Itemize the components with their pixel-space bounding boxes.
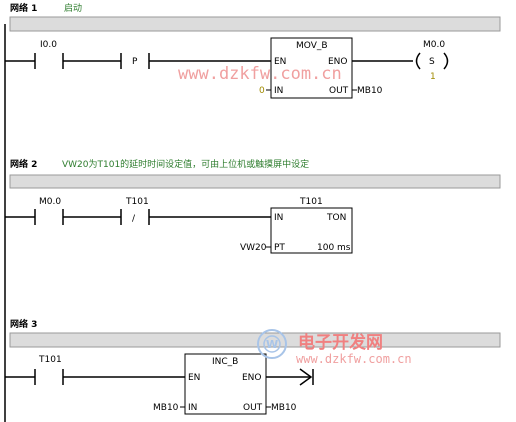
network-2-comment: VW20为T101的延时时间设定值，可由上位机或触摸屏中设定 xyxy=(62,158,309,170)
mov-b-out-value: MB10 xyxy=(357,86,383,96)
contact-t101-nc[interactable]: T101 / xyxy=(120,197,150,225)
network-1-label: 网络 1 xyxy=(10,2,37,14)
network-2-comment-bar[interactable] xyxy=(9,174,501,189)
network-3[interactable]: 网络 3 T101 INC_B EN ENO IN OUT MB10 MB10 xyxy=(5,318,501,415)
nc-slash-symbol: / xyxy=(132,214,136,224)
watermark-brand-url: www.dzkfw.com.cn xyxy=(296,352,412,366)
mov-b-in-value: 0 xyxy=(259,86,265,96)
mov-b-in-pin: IN xyxy=(274,86,283,96)
timer-type: TON xyxy=(326,213,346,223)
contact-i0-0-address: I0.0 xyxy=(40,40,57,50)
network-1-comment: 启动 xyxy=(64,2,82,14)
timer-pt-pin: PT xyxy=(274,243,285,253)
eno-arrow-icon xyxy=(266,368,314,386)
inc-b-box[interactable]: INC_B EN ENO IN OUT MB10 MB10 xyxy=(153,353,297,415)
contact-i0-0[interactable]: I0.0 xyxy=(34,40,64,69)
contact-t101-address: T101 xyxy=(38,355,62,365)
coil-m0-0-address: M0.0 xyxy=(423,40,445,50)
inc-b-out-value: MB10 xyxy=(271,403,297,413)
contact-m0-0-address: M0.0 xyxy=(39,197,61,207)
ton-timer-box[interactable]: T101 IN TON PT 100 ms VW20 xyxy=(240,197,353,254)
mov-b-title: MOV_B xyxy=(296,41,328,51)
contact-t101[interactable]: T101 xyxy=(34,355,64,385)
inc-b-en-pin: EN xyxy=(188,373,200,383)
set-coil-m0-0[interactable]: S M0.0 1 xyxy=(415,40,449,82)
coil-m0-0-symbol: S xyxy=(429,57,435,67)
network-1-comment-bar[interactable] xyxy=(9,16,501,32)
timer-time-base: 100 ms xyxy=(317,243,351,253)
mov-b-en-pin: EN xyxy=(274,57,286,67)
network-3-comment-bar[interactable] xyxy=(9,332,501,348)
contact-t101-nc-address: T101 xyxy=(125,197,149,207)
network-2[interactable]: 网络 2 VW20为T101的延时时间设定值，可由上位机或触摸屏中设定 M0.0… xyxy=(5,158,501,254)
network-3-label: 网络 3 xyxy=(10,318,37,330)
inc-b-in-value: MB10 xyxy=(153,403,179,413)
mov-b-out-pin: OUT xyxy=(329,86,349,96)
watermark-brand: 电子开发网 xyxy=(298,332,383,353)
timer-pt-value: VW20 xyxy=(240,243,267,253)
timer-t101-title: T101 xyxy=(299,197,323,207)
contact-m0-0[interactable]: M0.0 xyxy=(34,197,64,225)
p-contact-symbol: P xyxy=(132,57,138,67)
timer-in-pin: IN xyxy=(274,213,283,223)
network-2-label: 网络 2 xyxy=(10,158,37,170)
watermark-url: www.dzkfw.com.cn xyxy=(178,64,342,84)
watermark-logo: W xyxy=(257,329,287,359)
inc-b-in-pin: IN xyxy=(188,403,197,413)
mov-b-eno-pin: ENO xyxy=(328,57,348,67)
inc-b-title: INC_B xyxy=(212,357,238,367)
mov-b-box[interactable]: MOV_B EN ENO IN OUT 0 MB10 xyxy=(259,37,383,99)
inc-b-eno-pin: ENO xyxy=(242,373,262,383)
positive-transition-contact[interactable]: P xyxy=(120,53,150,69)
inc-b-out-pin: OUT xyxy=(243,403,263,413)
network-1[interactable]: 网络 1 启动 I0.0 P MOV_B EN ENO IN OUT 0 xyxy=(5,2,501,99)
coil-m0-0-count: 1 xyxy=(430,72,436,82)
svg-text:W: W xyxy=(266,338,278,351)
